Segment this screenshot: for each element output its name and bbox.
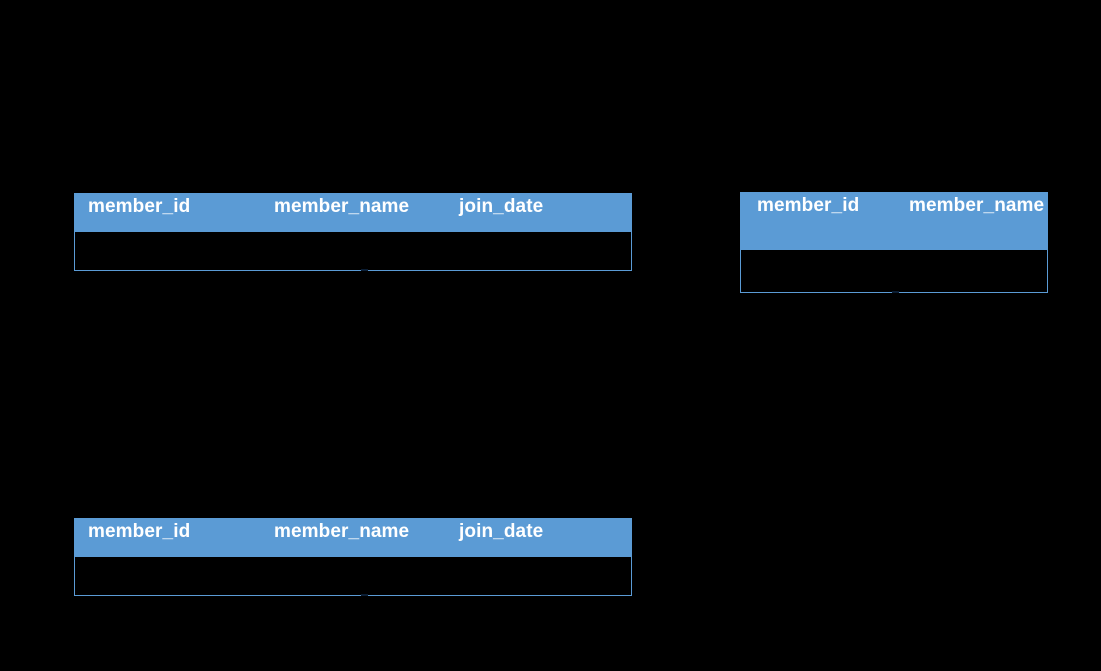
table-header-row: member_id member_name <box>740 192 1048 250</box>
table-header-row: member_id member_name join_date <box>74 518 632 557</box>
table-header-row: member_id member_name join_date <box>74 193 632 232</box>
column-header-member-name: member_name <box>274 521 410 542</box>
table-row[interactable] <box>74 232 632 271</box>
column-header-member-name: member_name <box>274 196 410 217</box>
column-divider-marker <box>361 594 368 596</box>
table-row[interactable] <box>74 557 632 596</box>
table-members-right[interactable]: member_id member_name <box>740 192 1048 293</box>
column-divider-marker <box>361 269 368 271</box>
column-header-join-date: join_date <box>459 196 544 217</box>
column-header-member-name: member_name <box>909 195 1045 216</box>
table-members-top[interactable]: member_id member_name join_date <box>74 193 632 271</box>
column-header-join-date: join_date <box>459 521 544 542</box>
column-divider-marker <box>892 291 899 293</box>
column-header-member-id: member_id <box>757 195 860 216</box>
column-header-member-id: member_id <box>88 521 191 542</box>
table-members-bottom[interactable]: member_id member_name join_date <box>74 518 632 596</box>
table-row[interactable] <box>740 250 1048 293</box>
column-header-member-id: member_id <box>88 196 191 217</box>
